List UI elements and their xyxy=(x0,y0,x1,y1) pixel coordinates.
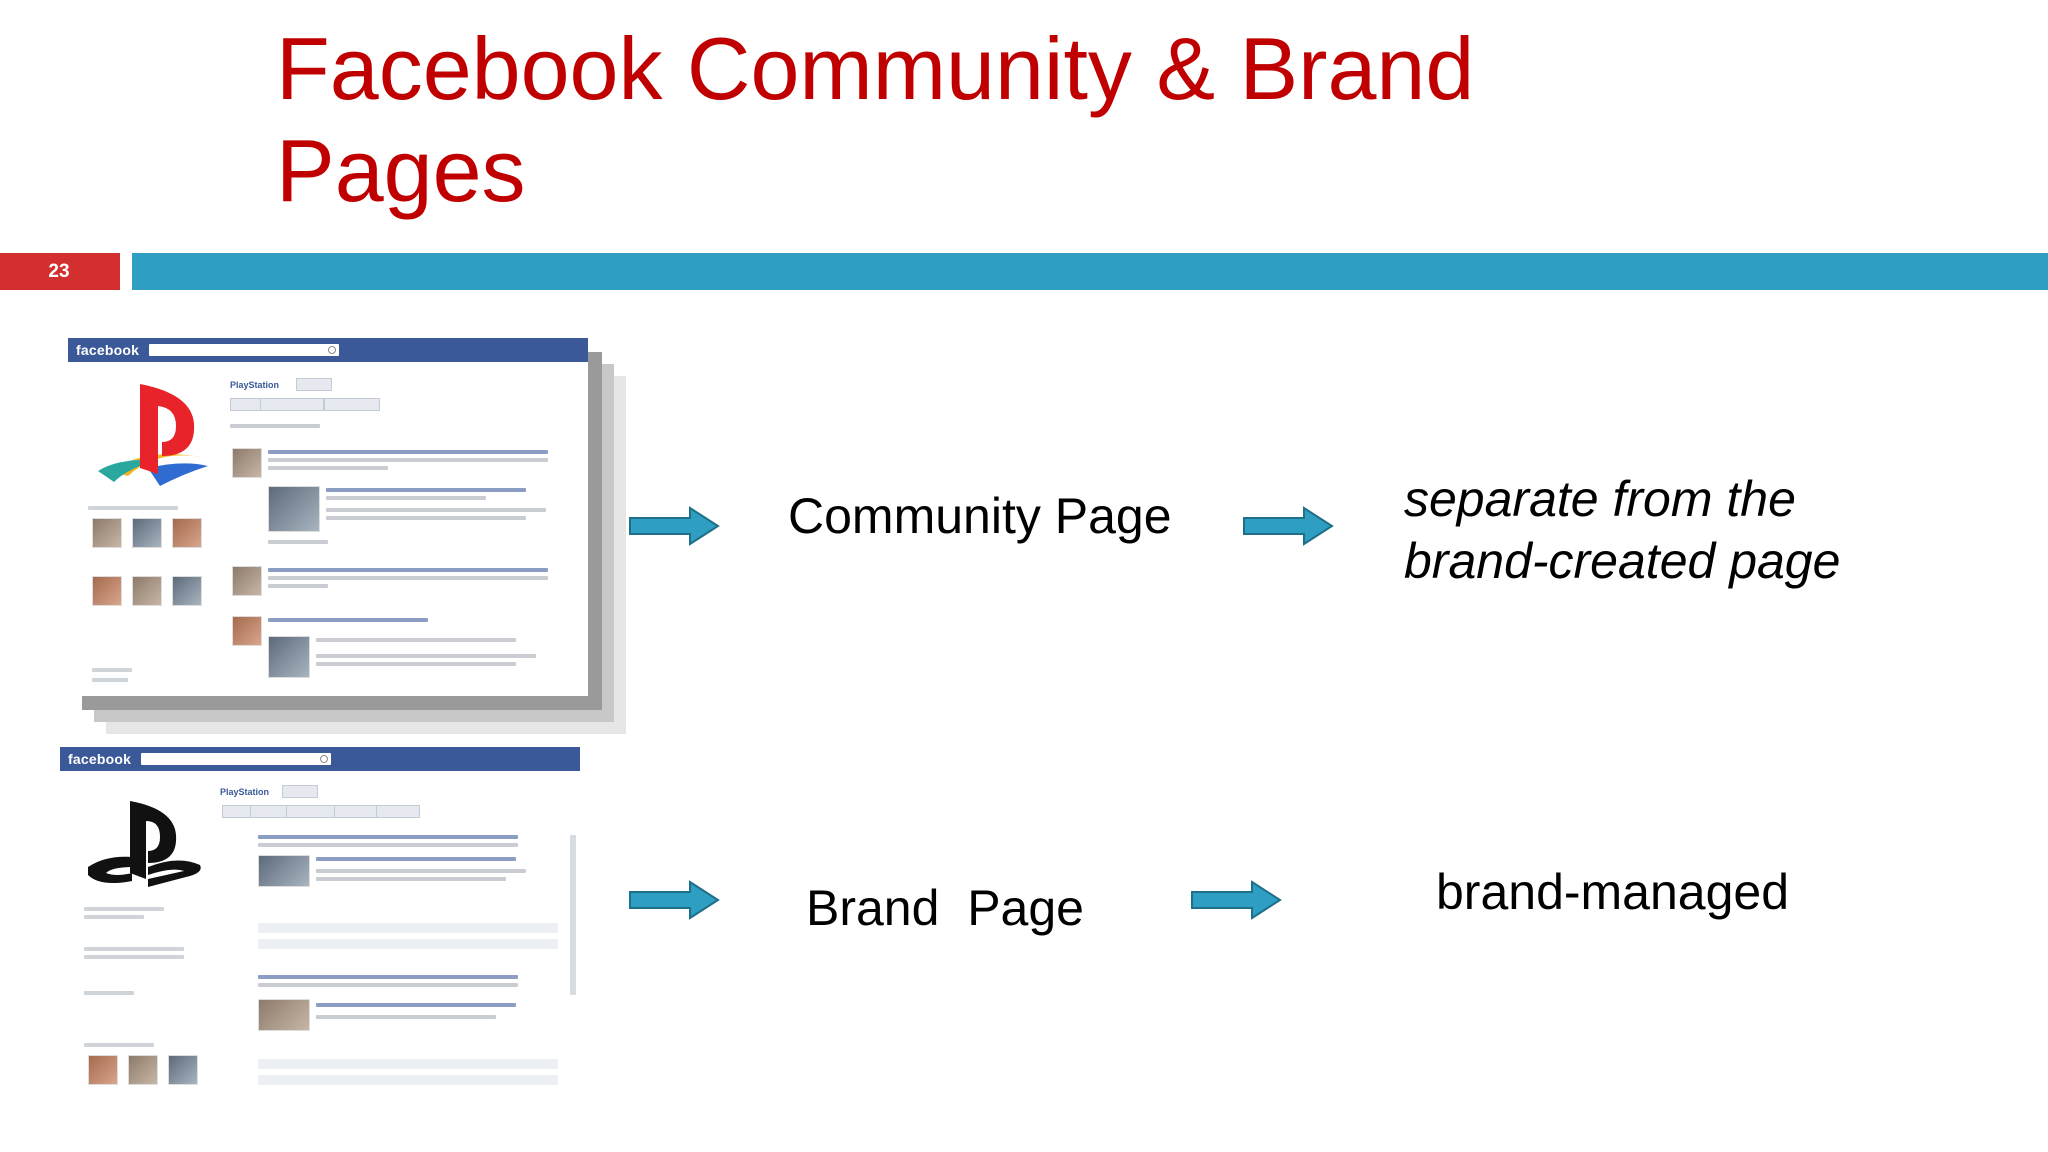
screenshot-text-line xyxy=(268,540,328,544)
screenshot-fan-avatar xyxy=(132,576,162,606)
screenshot-thumbnail xyxy=(268,486,320,532)
playstation-color-logo-icon xyxy=(88,376,218,496)
screenshot-sidebar-line xyxy=(92,678,128,682)
screenshot-sidebar-line xyxy=(88,506,178,510)
facebook-header-bar: facebook xyxy=(60,747,580,771)
screenshot-text-line xyxy=(258,835,518,839)
screenshot-text-line xyxy=(316,857,516,861)
screenshot-fan-avatar xyxy=(132,518,162,548)
screenshot-text-line xyxy=(316,1003,516,1007)
screenshot-text-line xyxy=(268,584,328,588)
screenshot-text-line xyxy=(268,450,548,454)
screenshot-text-line xyxy=(316,662,516,666)
community-description-line-2: brand-created page xyxy=(1404,533,1841,589)
brand-page-label-text: Brand Page xyxy=(806,880,1084,936)
screenshot-tab xyxy=(334,805,378,818)
facebook-logo: facebook xyxy=(76,342,140,358)
facebook-header-bar: facebook xyxy=(68,338,588,362)
slide-title-line-2: Pages xyxy=(276,121,526,220)
facebook-logo: facebook xyxy=(68,751,132,767)
screenshot-thumbnail xyxy=(258,855,310,887)
screenshot-sidebar-line xyxy=(92,668,132,672)
search-icon xyxy=(320,755,329,763)
screenshot-text-line xyxy=(316,1015,496,1019)
screenshot-tab xyxy=(222,805,252,818)
arrow-right-icon xyxy=(629,506,720,546)
screenshot-fan-avatar xyxy=(168,1055,198,1085)
screenshot-tab xyxy=(376,805,420,818)
facebook-search-box xyxy=(141,753,332,765)
screenshot-tab xyxy=(230,398,262,411)
search-icon xyxy=(328,346,337,354)
screenshot-fan-avatar xyxy=(92,576,122,606)
screenshot-avatar xyxy=(232,566,262,596)
screenshot-thumbnail xyxy=(268,636,310,678)
arrow-right-icon xyxy=(1243,506,1334,546)
screenshot-like-chip xyxy=(282,785,318,798)
facebook-search-box xyxy=(149,344,340,356)
screenshot-like-chip xyxy=(296,378,332,391)
screenshot-right-column xyxy=(570,835,576,995)
screenshot-fan-avatar xyxy=(88,1055,118,1085)
screenshot-text-line xyxy=(316,654,536,658)
slide-title-line-1: Facebook Community & Brand xyxy=(276,19,1475,118)
screenshot-text-line xyxy=(258,843,518,847)
slide-title: Facebook Community & Brand Pages xyxy=(276,18,1776,222)
screenshot-thumbnail xyxy=(258,999,310,1031)
brand-page-label: Brand Page xyxy=(806,878,1084,938)
screenshot-sidebar-line xyxy=(84,947,184,951)
screenshot-text-line xyxy=(326,508,546,512)
screenshot-text-line xyxy=(268,618,428,622)
screenshot-tab xyxy=(260,398,324,411)
screenshot-text-line xyxy=(326,496,486,500)
title-rule-bar xyxy=(132,253,2048,290)
brand-page-screenshot: facebook PlayStation xyxy=(60,747,580,1097)
brand-description: brand-managed xyxy=(1436,864,1790,920)
screenshot-text-line xyxy=(316,877,506,881)
screenshot-text-line xyxy=(316,638,516,642)
screenshot-text-line xyxy=(258,975,518,979)
screenshot-tab xyxy=(250,805,288,818)
screenshot-tab xyxy=(286,805,336,818)
screenshot-fan-avatar xyxy=(128,1055,158,1085)
screenshot-avatar xyxy=(232,448,262,478)
screenshot-sidebar-line xyxy=(84,955,184,959)
playstation-black-logo-icon xyxy=(86,795,216,915)
arrow-right-icon xyxy=(629,880,720,920)
screenshot-sidebar-line xyxy=(84,915,144,919)
arrow-right-icon xyxy=(1191,880,1282,920)
screenshot-text-line xyxy=(230,424,320,428)
screenshot-fan-avatar xyxy=(172,576,202,606)
screenshot-text-line xyxy=(316,869,526,873)
screenshot-fan-avatar xyxy=(172,518,202,548)
screenshot-comment-box xyxy=(258,1075,558,1085)
screenshot-fan-avatar xyxy=(92,518,122,548)
slide-number: 23 xyxy=(0,253,120,290)
screenshot-comment-box xyxy=(258,1059,558,1069)
community-page-screenshot: facebook PlayStation xyxy=(68,338,588,696)
screenshot-text-line xyxy=(268,466,388,470)
screenshot-comment-box xyxy=(258,923,558,933)
screenshot-text-line xyxy=(258,983,518,987)
screenshot-sidebar-line xyxy=(84,991,134,995)
screenshot-avatar xyxy=(232,616,262,646)
community-description-line-1: separate from the xyxy=(1404,471,1796,527)
screenshot-text-line xyxy=(268,576,548,580)
screenshot-text-line xyxy=(326,516,526,520)
screenshot-comment-box xyxy=(258,939,558,949)
screenshot-sidebar-line xyxy=(84,907,164,911)
screenshot-page-name: PlayStation xyxy=(220,787,270,797)
screenshot-text-line xyxy=(268,568,548,572)
community-page-label: Community Page xyxy=(788,488,1172,544)
screenshot-page-name: PlayStation xyxy=(230,380,280,390)
screenshot-text-line xyxy=(326,488,526,492)
screenshot-sidebar-line xyxy=(84,1043,154,1047)
screenshot-text-line xyxy=(268,458,548,462)
screenshot-tab xyxy=(324,398,380,411)
